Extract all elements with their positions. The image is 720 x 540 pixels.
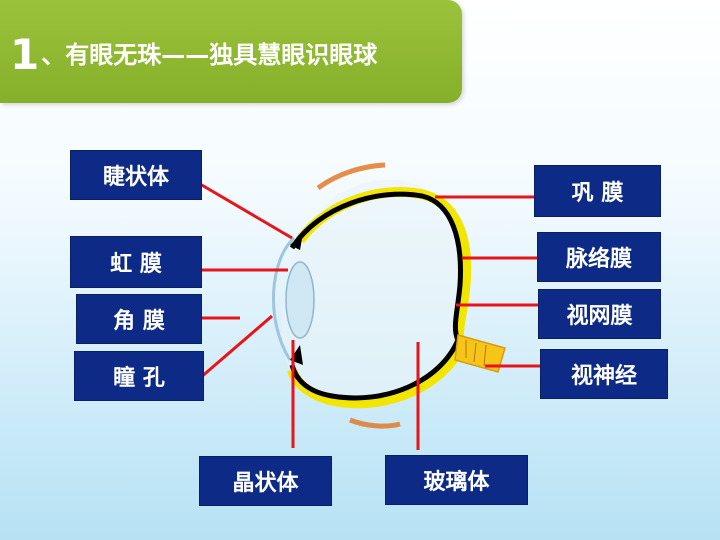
pointer-pupil [199, 314, 273, 380]
label-iris: 虹 膜 [70, 236, 202, 288]
title-number: 1 [10, 30, 40, 79]
optic-nerve [454, 334, 506, 373]
iris-top [290, 233, 303, 250]
cornea-curve [272, 236, 296, 361]
label-ciliary-body: 睫状体 [70, 150, 202, 200]
title-text: 、有眼无珠——独具慧眼识眼球 [41, 41, 378, 69]
lens-shape [285, 261, 315, 339]
muscle-top [316, 162, 386, 191]
label-cornea: 角 膜 [76, 294, 202, 344]
muscle-bottom [349, 417, 401, 429]
title-bar: 1、有眼无珠——独具慧眼识眼球 [0, 0, 462, 103]
page-title: 1、有眼无珠——独具慧眼识眼球 [10, 30, 377, 79]
label-pupil: 瞳 孔 [74, 351, 204, 401]
label-vitreous-body: 玻璃体 [385, 455, 528, 505]
label-sclera: 巩 膜 [534, 165, 661, 217]
label-retina: 视网膜 [538, 289, 661, 339]
label-optic-nerve: 视神经 [540, 349, 668, 399]
pointer-ciliary [199, 182, 293, 240]
label-lens: 晶状体 [199, 456, 332, 506]
pointer-lines [199, 182, 540, 450]
label-choroid: 脉络膜 [537, 232, 661, 282]
